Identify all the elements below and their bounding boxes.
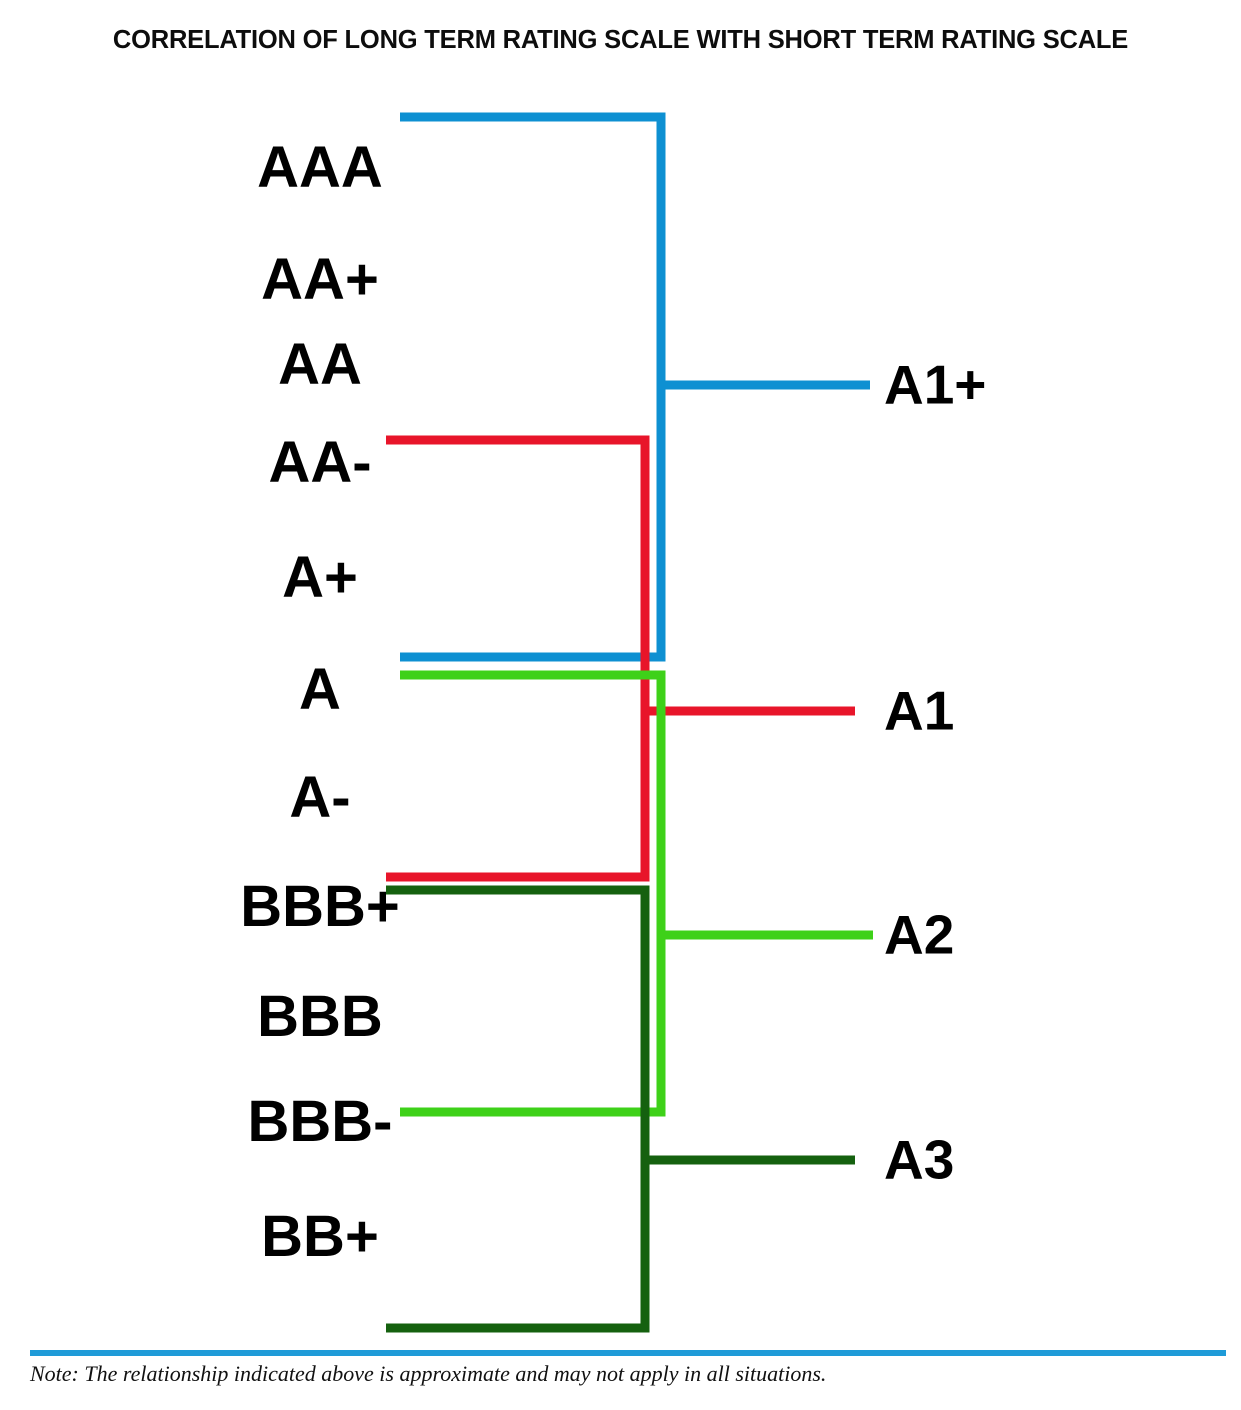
long-term-label-bbb-minus: BBB- xyxy=(247,1089,393,1154)
short-term-label-a3: A3 xyxy=(884,1128,955,1191)
footer-note: Note: The relationship indicated above i… xyxy=(30,1361,827,1386)
bracket-a1plus-path xyxy=(400,112,666,662)
short-term-label-a2: A2 xyxy=(884,903,955,966)
long-term-label-bb-plus: BB+ xyxy=(261,1204,379,1269)
long-term-label-bbb-plus: BBB+ xyxy=(240,874,400,939)
short-term-label-a1-plus: A1+ xyxy=(884,353,987,416)
long-term-label-a-minus: A- xyxy=(289,765,351,830)
long-term-label-bbb: BBB xyxy=(257,984,383,1049)
long-term-label-a: A xyxy=(299,657,341,722)
long-term-label-aa: AA xyxy=(278,332,362,397)
long-term-label-aa-plus: AA+ xyxy=(261,247,379,312)
footer-divider xyxy=(30,1350,1226,1356)
bracket-a1plus xyxy=(400,112,870,662)
bracket-a1-path xyxy=(386,435,650,882)
long-term-label-a-plus: A+ xyxy=(282,545,358,610)
bracket-a1 xyxy=(386,435,855,882)
short-term-label-a1: A1 xyxy=(884,679,955,742)
bracket-a2 xyxy=(400,670,873,1117)
long-term-label-aaa: AAA xyxy=(257,135,383,200)
page-title: CORRELATION OF LONG TERM RATING SCALE WI… xyxy=(112,26,1129,54)
bracket-a3 xyxy=(386,885,855,1333)
long-term-label-aa-minus: AA- xyxy=(268,430,372,495)
bracket-a3-path xyxy=(386,885,650,1333)
bracket-a2-path xyxy=(400,670,666,1117)
